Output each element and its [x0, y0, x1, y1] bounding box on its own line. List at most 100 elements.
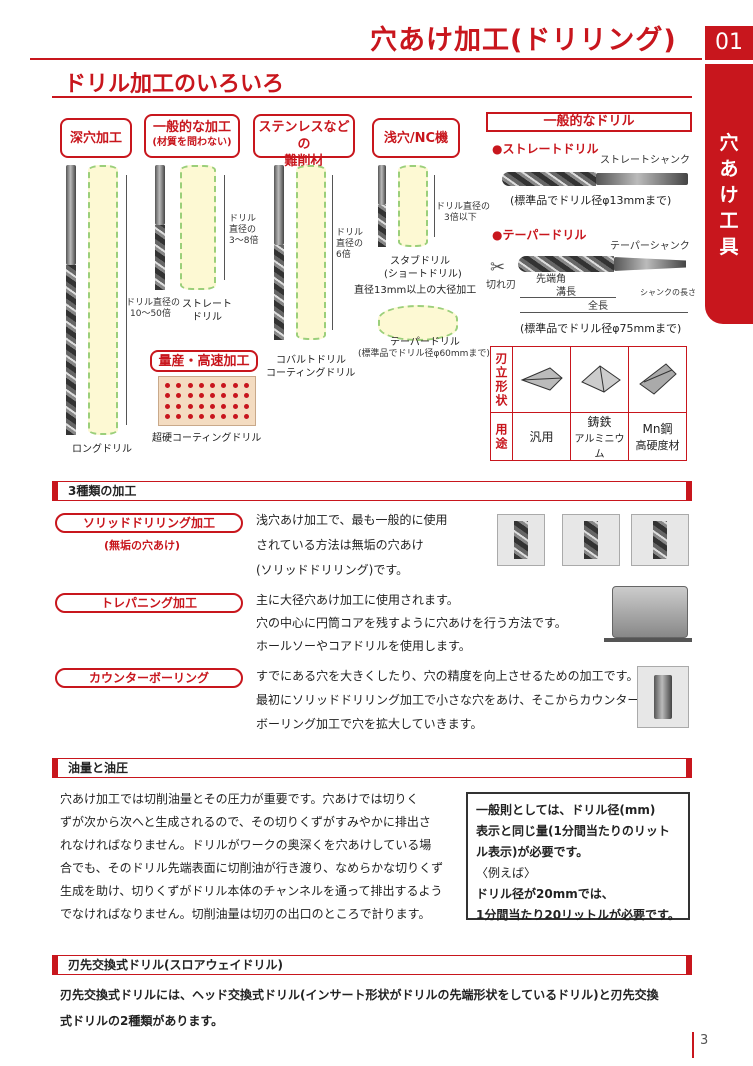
- method-counter-boring: カウンターボーリング: [55, 668, 243, 688]
- label-general: 一般的な加工 (材質を問わない): [144, 114, 240, 158]
- chapter-number: 01: [705, 26, 753, 60]
- section1-title: ドリル加工のいろいろ: [64, 72, 285, 97]
- section2-title: 3種類の加工: [52, 481, 692, 501]
- oil-line-4: 合でも、そのドリル先端表面に切削油が行き渡り、なめらかな切りくず: [60, 861, 444, 875]
- rule-line-1: 一般則としては、ドリル径(mm): [476, 803, 656, 817]
- method-trepan-text-3: ホールソーやコアドリルを使用します。: [256, 639, 471, 653]
- long-drill-hole: [88, 165, 118, 435]
- label-deep-hole: 深穴加工: [60, 118, 132, 158]
- stub-drill-hole: [398, 165, 428, 247]
- straight-drill-body: [502, 172, 596, 186]
- straight-caption-1: ストレート: [182, 299, 232, 310]
- table-row: 刃立形状: [490, 346, 687, 413]
- long-drill-dim-line: [126, 175, 127, 425]
- cobalt-dim-2: 直径の: [336, 239, 364, 249]
- stub-caption-2: (ショートドリル): [384, 269, 462, 280]
- table-row: 用途 汎用 鋳鉄アルミニウム Mn鋼高硬度材: [490, 412, 687, 461]
- long-drill-dim-line1: ドリル直径の: [126, 298, 181, 308]
- tip-angle-label: 先端角: [536, 274, 566, 285]
- label-shallow: 浅穴/NC機: [372, 118, 460, 158]
- label-stainless-line1: ステンレスなどの: [258, 120, 350, 152]
- rule-line-2: 表示と同じ量(1分間当たりのリット: [476, 824, 670, 838]
- method-cb-text-1: すでにある穴を大きくしたり、穴の精度を向上させるための加工です。: [256, 669, 639, 683]
- method-cb-text-2: 最初にソリッドドリリング加工で小さな穴をあけ、そこからカウンター: [256, 693, 640, 707]
- stub-caption-1: スタブドリル: [390, 256, 450, 267]
- cobalt-dim-3: 6倍: [336, 250, 351, 260]
- method-solid-sub: (無垢の穴あけ): [104, 539, 181, 552]
- section4-title: 刃先交換式ドリル(スロアウェイドリル): [52, 955, 692, 975]
- straight-drill-shank-img: [596, 173, 688, 185]
- table-cell-shape-1: [512, 346, 571, 413]
- straight-drill-heading: ●ストレートドリル: [492, 142, 599, 156]
- oil-line-1: 穴あけ加工では切削油量とその圧力が重要です。穴あけでは切りく: [60, 792, 419, 806]
- shank-length-label: シャンクの長さ: [640, 288, 696, 297]
- long-drill-shank: [66, 165, 76, 265]
- taper-caption: テーパードリル: [390, 337, 460, 348]
- stub-drill-dim-line: [434, 175, 435, 237]
- page-number: 3: [692, 1032, 708, 1058]
- rule-line-3: ル表示)が必要です。: [476, 845, 589, 859]
- use-hard-material: 高硬度材: [635, 439, 680, 452]
- method-trepan-text-1: 主に大径穴あけ加工に使用されます。: [256, 593, 459, 607]
- oil-paragraph: 穴あけ加工では切削油量とその圧力が重要です。穴あけでは切りく ずが次から次へと生…: [60, 788, 460, 926]
- indexable-paragraph: 刃先交換式ドリルには、ヘッド交換式ドリル(インサート形状がドリルの先端形状をして…: [60, 982, 659, 1034]
- title-rule: [30, 58, 702, 60]
- general-rule-box: 一般則としては、ドリル径(mm) 表示と同じ量(1分間当たりのリット ル表示)が…: [466, 792, 690, 922]
- table-head-use: 用途: [490, 412, 513, 461]
- method-solid-drilling: ソリッドドリリング加工: [55, 513, 243, 533]
- cobalt-drill-hole: [296, 165, 326, 340]
- cobalt-caption-1: コバルトドリル: [276, 355, 346, 366]
- side-tab[interactable]: 穴あけ工具: [705, 64, 753, 324]
- cutting-edge-icon: ✂: [490, 257, 506, 278]
- long-drill-flute: [66, 265, 76, 435]
- oil-line-3: れなければなりません。ドリルがワークの奥深くを穴あけしている場: [60, 838, 432, 852]
- straight-drill-dim-line: [224, 175, 225, 280]
- cobalt-drill-shank: [274, 165, 284, 245]
- straight-dim-2: 直径の: [229, 225, 257, 235]
- method-cb-text-3: ボーリング加工で穴を拡大していきます。: [256, 717, 483, 731]
- cobalt-dim-1: ドリル: [336, 228, 364, 238]
- taper-drill-heading: ●テーパードリル: [492, 228, 587, 242]
- oil-line-5: 生成を助け、切りくずがドリル本体のチャンネルを通って排出するよう: [60, 884, 443, 898]
- solid-drilling-image-1: [497, 514, 545, 566]
- carbide-caption: 超硬コーティングドリル: [152, 433, 262, 444]
- hole-saw-image: [612, 586, 688, 638]
- straight-drill-note: (標準品でドリル径φ13mmまで): [510, 194, 672, 207]
- cutting-edge-label: 切れ刃: [486, 280, 516, 291]
- label-mass-production: 量産・高速加工: [150, 350, 258, 372]
- taper-drill-shank-img: [614, 257, 686, 271]
- method-trepanning: トレパニング加工: [55, 593, 243, 613]
- hole-saw-base: [604, 638, 692, 642]
- large-dia-caption: 直径13mm以上の大径加工: [354, 285, 477, 296]
- use-aluminum: アルミニウム: [574, 434, 625, 460]
- drill-tip-castiron-icon: [580, 365, 621, 393]
- side-tab-label: 穴あけ工具: [719, 132, 739, 258]
- table-cell-shape-2: [570, 346, 629, 413]
- indexable-line-1: 刃先交換式ドリルには、ヘッド交換式ドリル(インサート形状がドリルの先端形状をして…: [60, 988, 659, 1002]
- groove-length-label: 溝長: [556, 287, 576, 298]
- label-general-line1: 一般的な加工: [152, 120, 231, 135]
- table-cell-use-1: 汎用: [512, 412, 571, 461]
- label-stainless: ステンレスなどの 難削材: [253, 114, 355, 169]
- taper-shank-label: テーパーシャンク: [610, 241, 690, 252]
- counter-boring-image: [637, 666, 689, 728]
- straight-drill-flute: [155, 225, 165, 290]
- taper-hole-illustration: [378, 305, 458, 341]
- tip-shape-table: 刃立形状 用途 汎用 鋳鉄アルミニウム Mn鋼高硬度材: [490, 346, 687, 461]
- straight-drill-shank: [155, 165, 165, 225]
- table-cell-shape-3: [628, 346, 687, 413]
- groove-length-line: [520, 297, 616, 298]
- indexable-line-2: 式ドリルの2種類があります。: [60, 1014, 224, 1028]
- method-solid-text-3: (ソリッドドリリング)です。: [256, 563, 409, 577]
- straight-dim-1: ドリル: [229, 214, 257, 224]
- stub-drill-shank: [378, 165, 386, 205]
- long-drill-caption: ロングドリル: [72, 444, 132, 455]
- long-drill-dim-line2: 10～50倍: [130, 309, 171, 319]
- straight-drill-hole: [180, 165, 216, 290]
- use-castiron: 鋳鉄: [587, 415, 612, 429]
- oil-line-2: ずが次から次へと生成されるので、その切りくずがすみやかに排出さ: [60, 815, 431, 829]
- table-head-shape: 刃立形状: [490, 346, 513, 413]
- straight-shank-label: ストレートシャンク: [600, 155, 690, 166]
- rule-line-4: 〈例えば〉: [476, 866, 537, 880]
- page-title: 穴あけ加工(ドリリング): [370, 25, 677, 56]
